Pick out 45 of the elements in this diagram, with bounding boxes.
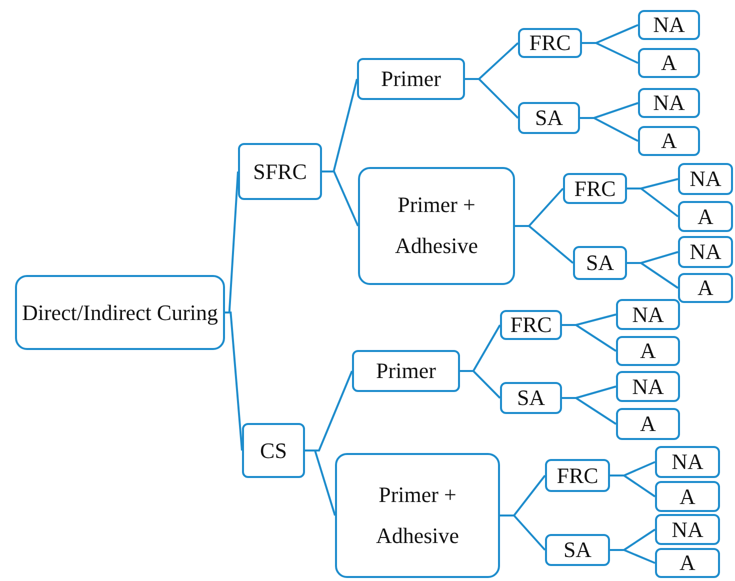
connector-line <box>305 450 336 516</box>
connector-line <box>627 262 679 289</box>
tree-node: NA <box>678 163 733 195</box>
tree-node: A <box>616 336 680 366</box>
connector-line <box>610 474 656 498</box>
tree-node: A <box>678 273 733 303</box>
connector-line <box>562 397 617 425</box>
tree-node: A <box>616 408 680 440</box>
tree-node: NA <box>616 299 680 330</box>
tree-node: SA <box>573 246 627 280</box>
tree-node: A <box>638 48 700 78</box>
connector-line <box>562 324 617 352</box>
connector-line <box>515 225 574 264</box>
tree-node: FRC <box>545 459 610 492</box>
connector-line <box>580 117 638 142</box>
tree-node: NA <box>638 88 700 118</box>
tree-node: NA <box>616 371 680 402</box>
tree-node: FRC <box>518 28 582 58</box>
tree-node: FRC <box>563 173 627 204</box>
tree-node: CS <box>242 423 305 478</box>
connector-line <box>582 42 638 64</box>
connector-line <box>500 514 546 551</box>
connector-line <box>460 370 501 399</box>
tree-node: SFRC <box>238 143 322 200</box>
tree-node: SA <box>545 534 610 566</box>
tree-node: SA <box>500 382 562 414</box>
tree-node: NA <box>638 10 700 40</box>
connector-line <box>610 549 656 564</box>
tree-node: Primer <box>352 350 460 392</box>
tree-node: NA <box>655 514 720 545</box>
connector-line <box>627 188 679 218</box>
tree-node: Primer + Adhesive <box>335 453 500 578</box>
tree-node: SA <box>518 102 580 134</box>
tree-node: A <box>678 201 733 232</box>
connector-line <box>465 78 519 119</box>
tree-node: A <box>655 481 720 512</box>
tree-node: NA <box>678 236 733 268</box>
tree-node: Primer <box>357 58 465 100</box>
connector-line <box>322 170 359 226</box>
tree-node: FRC <box>500 310 562 340</box>
tree-node: Primer + Adhesive <box>358 167 515 285</box>
tree-node: A <box>655 548 720 578</box>
tree-node: A <box>638 126 700 156</box>
tree-node: Direct/Indirect Curing <box>15 275 225 350</box>
tree-node: NA <box>655 446 720 478</box>
